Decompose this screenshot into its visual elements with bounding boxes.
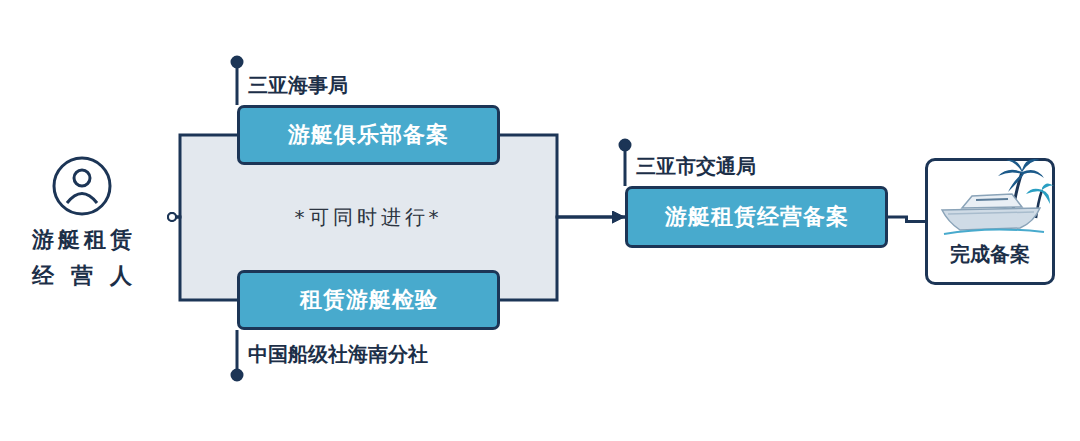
- process-box: 租赁游艇检验中国船级社海南分社: [237, 270, 500, 330]
- end-label: 完成备案: [950, 241, 1030, 268]
- person-icon: [54, 158, 110, 214]
- start-port: [168, 213, 176, 221]
- start-port: [168, 213, 176, 221]
- actor-node: 游艇租赁经营人: [20, 150, 168, 295]
- agency-heading: 三亚海事局: [248, 72, 348, 99]
- process-box: 三亚海事局游艇俱乐部备案: [237, 105, 500, 165]
- process-box: 三亚市交通局游艇租赁经营备案: [625, 186, 888, 248]
- yacht-illustration: [942, 159, 1054, 234]
- parallel-note: *可同时进行*: [295, 204, 443, 231]
- agency-heading: 中国船级社海南分社: [248, 341, 428, 368]
- process-label: 游艇俱乐部备案: [288, 120, 449, 150]
- flow-connector: [500, 135, 625, 217]
- flow-connector: [168, 217, 237, 300]
- actor-label: 游艇租赁经营人: [32, 222, 132, 294]
- end-box: 完成备案: [925, 158, 1055, 285]
- agency-heading: 三亚市交通局: [636, 153, 756, 180]
- flow-connector: [500, 217, 625, 300]
- process-label: 租赁游艇检验: [300, 285, 438, 315]
- heading-marker: [232, 57, 630, 380]
- process-label: 游艇租赁经营备案: [665, 202, 849, 232]
- flow-connector: [168, 135, 237, 217]
- flow-connector: [888, 217, 925, 222]
